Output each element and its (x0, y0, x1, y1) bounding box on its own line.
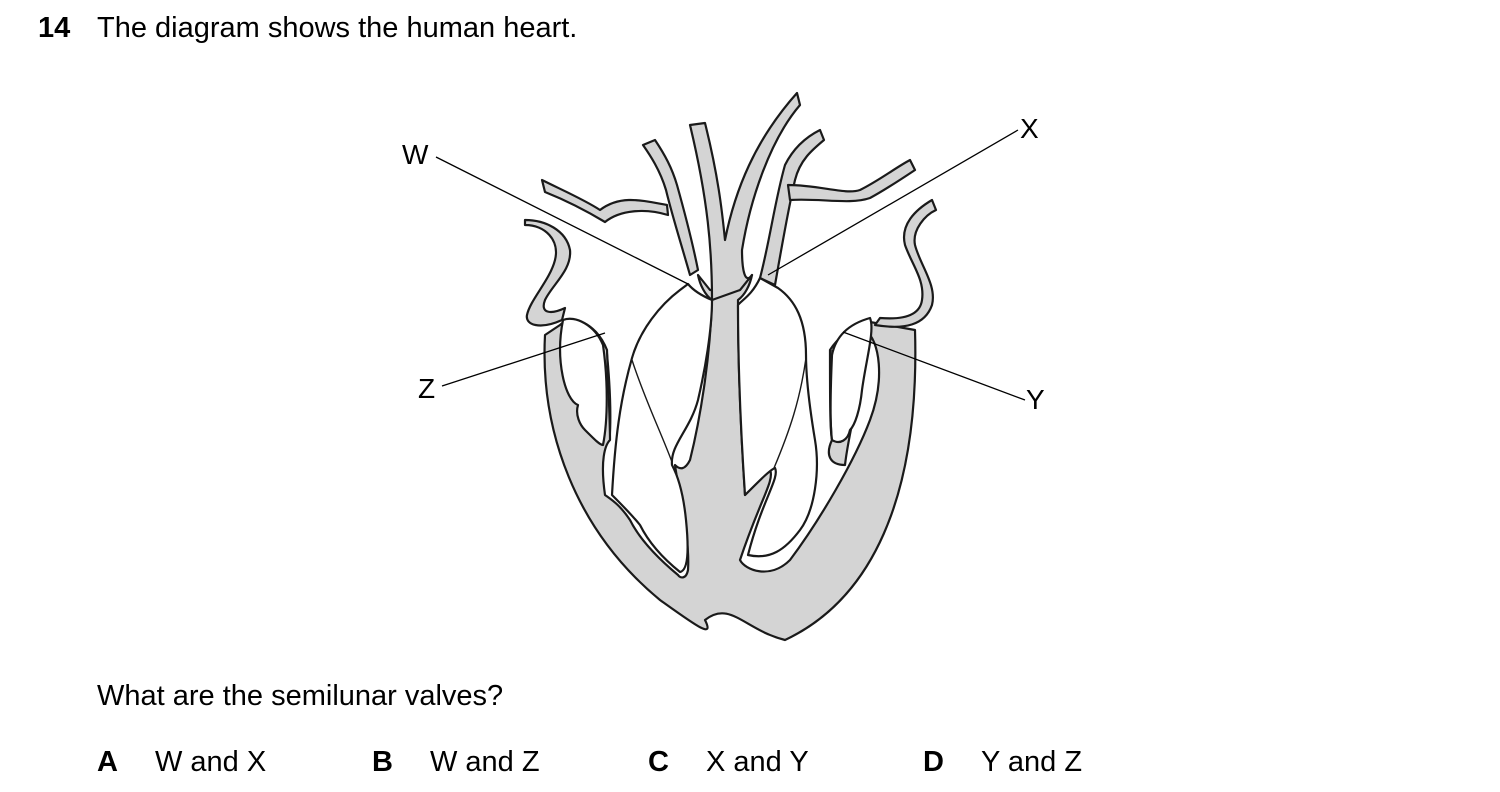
option-c[interactable]: C X and Y (648, 746, 809, 779)
left-atrial-valve-line (606, 349, 612, 441)
leader-line-y (842, 331, 1026, 401)
left-atrium-wall (523, 218, 572, 327)
leader-line-z (441, 332, 606, 387)
label-z: Z (418, 373, 435, 404)
option-letter: A (97, 746, 118, 778)
label-y: Y (1026, 384, 1045, 415)
question-prompt: What are the semilunar valves? (97, 680, 504, 712)
right-tendon (773, 357, 807, 469)
left-vena-cava (641, 138, 700, 277)
leader-line-x (767, 129, 1019, 276)
right-atrial-valve-line (829, 349, 833, 441)
option-letter: B (372, 746, 393, 778)
option-d[interactable]: D Y and Z (923, 746, 1082, 779)
option-a[interactable]: A W and X (97, 746, 266, 779)
question-stem: The diagram shows the human heart. (97, 12, 578, 44)
right-pulmonary-vessel (786, 158, 917, 203)
option-text: W and X (155, 746, 267, 778)
heart-body (543, 273, 917, 642)
right-ventricle-cavity (736, 276, 818, 558)
option-letter: D (923, 746, 944, 778)
option-text: Y and Z (981, 746, 1083, 778)
leader-line-w (435, 156, 689, 285)
right-chamber (829, 316, 873, 444)
aorta (688, 91, 802, 302)
option-b[interactable]: B W and Z (372, 746, 540, 779)
left-pulmonary-vessel (540, 178, 670, 224)
right-atrium-wall (873, 198, 938, 328)
option-text: W and Z (430, 746, 540, 778)
question-number: 14 (38, 12, 71, 44)
label-x: X (1020, 113, 1039, 144)
option-letter: C (648, 746, 669, 778)
option-text: X and Y (706, 746, 809, 778)
right-pulmonary-artery (758, 128, 826, 287)
left-tendon (631, 359, 673, 463)
label-w: W (402, 139, 429, 170)
left-ventricle-cavity (610, 282, 714, 574)
left-chamber (559, 317, 608, 447)
